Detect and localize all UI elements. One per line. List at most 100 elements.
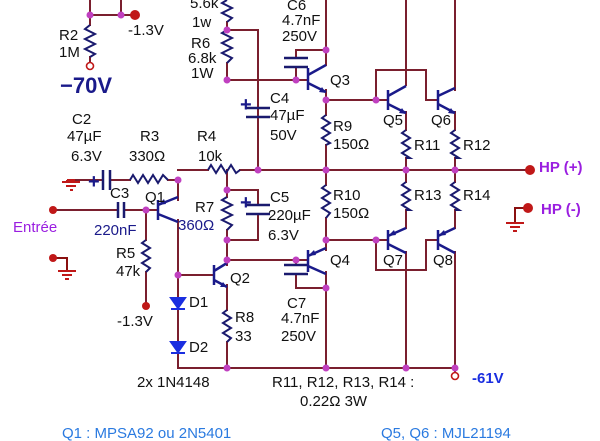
resistor-R7 (219, 196, 235, 231)
resistor-R14 (449, 181, 463, 211)
label-C2: C2 (72, 111, 91, 128)
label-Q3: Q3 (330, 72, 350, 89)
label-R7-value: 360Ω (178, 217, 214, 234)
label-R6: R6 (191, 35, 210, 52)
transistor-Q6 (436, 86, 456, 115)
label-C6-value: 4.7nF (282, 12, 320, 29)
label-C4: C4 (270, 90, 289, 107)
junctions (86, 11, 459, 372)
label-R9: R9 (333, 118, 352, 135)
label-R5: R5 (116, 245, 135, 262)
resistor-R8 (221, 309, 233, 343)
capacitor-C4 (246, 106, 270, 119)
capacitor-C2 (101, 170, 112, 190)
label-minus61v: -61V (472, 370, 504, 387)
resistor-R6 (219, 29, 235, 64)
label-R4-value: 10k (198, 148, 223, 165)
label-R2: R2 (59, 27, 78, 44)
label-C2-value: 47µF (67, 128, 102, 145)
capacitor-C5 (246, 203, 270, 216)
label-R5top-power: 1w (192, 14, 211, 31)
note-diodes: 2x 1N4148 (137, 374, 210, 391)
label-R8: R8 (235, 309, 254, 326)
label-input: Entrée (13, 219, 57, 236)
transistor-Q2 (212, 261, 228, 289)
label-R11: R11 (414, 137, 440, 154)
label-C3: C3 (110, 185, 129, 202)
label-C7-voltage: 250V (281, 328, 316, 345)
label-Q6: Q6 (431, 112, 451, 129)
resistors (82, 0, 463, 343)
label-C3-value: 220nF (94, 222, 137, 239)
label-R3: R3 (140, 128, 159, 145)
ground-icon-hp (506, 222, 524, 232)
transistor-Q7 (386, 226, 407, 255)
label-Q2: Q2 (230, 270, 250, 287)
label-D1: D1 (189, 294, 208, 311)
label-hp-plus: HP (+) (539, 159, 582, 176)
resistor-R4 (207, 163, 241, 175)
transistor-Q1 (156, 195, 179, 224)
label-R7: R7 (195, 199, 214, 216)
diode-D2 (169, 341, 187, 354)
label-C6: C6 (287, 0, 306, 14)
terminal-input-ground[interactable] (49, 254, 57, 262)
label-R2-value: 1M (59, 44, 80, 61)
c4-plus-sign: + (240, 94, 252, 116)
note-q5q6-part: Q5, Q6 : MJL21194 (381, 425, 511, 441)
label-R9-value: 150Ω (333, 136, 369, 153)
transistor-Q3 (306, 63, 327, 94)
label-D2: D2 (189, 339, 208, 356)
ground-icon-input (58, 270, 76, 280)
resistor-R5top (219, 0, 235, 23)
resistor-R3 (129, 173, 169, 185)
resistor-R9 (320, 114, 333, 146)
label-minus1v3-top: -1.3V (128, 22, 164, 39)
resistor-R13 (400, 181, 414, 211)
label-C2-voltage: 6.3V (71, 148, 102, 165)
ground-icon-c2 (62, 179, 80, 191)
diodes (169, 297, 187, 354)
terminals (49, 10, 535, 381)
transistors (156, 63, 456, 289)
diode-D1 (169, 297, 187, 310)
terminal-hp-minus[interactable] (523, 203, 533, 213)
label-R4: R4 (197, 128, 216, 145)
label-R14: R14 (463, 187, 491, 204)
label-Q7: Q7 (383, 252, 403, 269)
label-minus70v: −70V (60, 73, 112, 98)
terminal-minus1v3-top[interactable] (130, 10, 140, 20)
terminal-minus70v[interactable] (85, 61, 95, 71)
label-R10-value: 150Ω (333, 205, 369, 222)
label-R6-value: 6.8k (188, 50, 217, 67)
transistor-Q5 (386, 84, 407, 115)
grounds (58, 179, 524, 280)
label-R13: R13 (414, 187, 442, 204)
resistor-R11 (400, 129, 414, 159)
label-R10: R10 (333, 187, 361, 204)
label-Q4: Q4 (330, 252, 350, 269)
label-Q1: Q1 (145, 189, 165, 206)
terminal-input[interactable] (49, 206, 57, 214)
label-hp-minus: HP (-) (541, 201, 581, 218)
transistor-Q8 (436, 226, 456, 255)
capacitor-C3 (116, 202, 126, 218)
capacitors: + + + (88, 56, 308, 276)
c5-plus-sign: + (240, 192, 252, 214)
capacitor-C7 (284, 263, 308, 276)
terminal-minus1v3-bottom[interactable] (142, 302, 150, 310)
capacitor-C6 (284, 56, 308, 69)
label-R5-value: 47k (116, 263, 141, 280)
transistor-Q4 (306, 246, 327, 276)
label-C6-voltage: 250V (282, 28, 317, 45)
label-C5: C5 (270, 189, 289, 206)
resistor-R12 (449, 129, 463, 159)
terminal-hp-plus[interactable] (525, 165, 535, 175)
resistor-R5 (140, 239, 152, 273)
label-R8-value: 33 (235, 328, 252, 345)
label-C5-voltage: 6.3V (268, 227, 299, 244)
label-C7-value: 4.7nF (281, 310, 319, 327)
note-emitter-resistors: R11, R12, R13, R14 : (272, 374, 414, 391)
terminal-minus61v[interactable] (450, 371, 460, 381)
